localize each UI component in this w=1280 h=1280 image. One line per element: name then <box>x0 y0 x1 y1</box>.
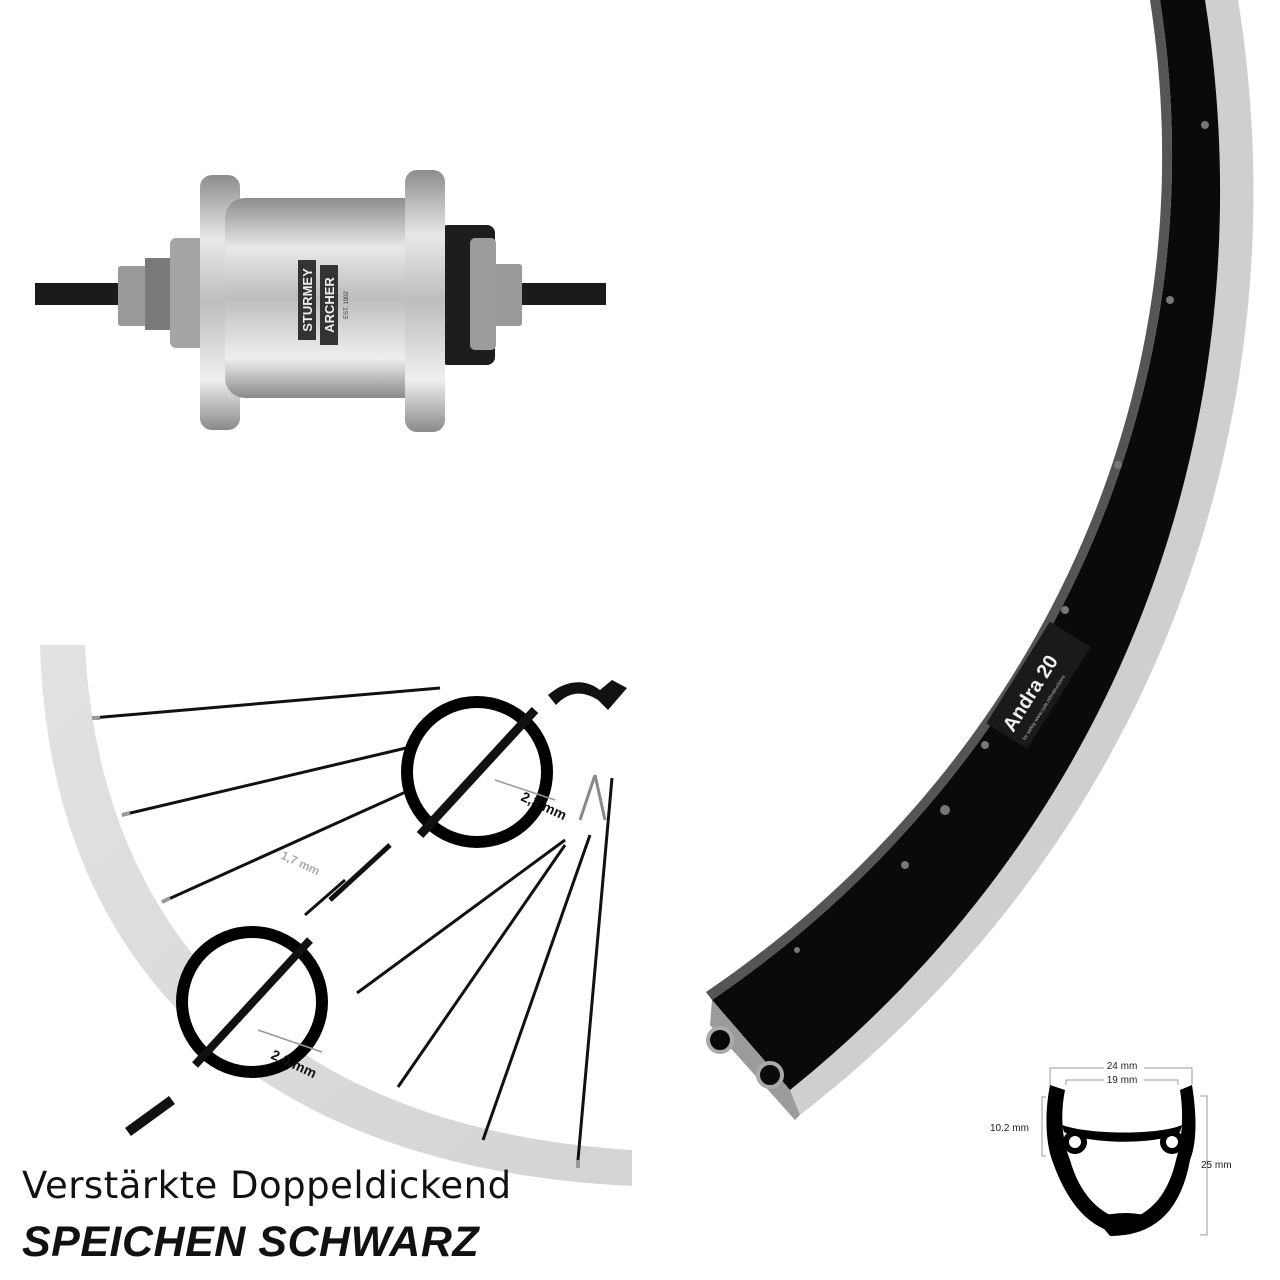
headline-line1: Verstärkte Doppeldickend <box>22 1164 512 1207</box>
axle-left <box>35 283 145 305</box>
rim-profile: 24 mm 19 mm 10.2 mm 25 mm <box>990 1060 1232 1236</box>
spoke-diagram: 2,3 mm 1,7 mm 2,0 mm <box>40 645 632 1186</box>
hub-logo-line2: ARCHER <box>322 277 337 333</box>
spoke-end <box>125 1095 175 1137</box>
dim-outer-width: 24 mm <box>1107 1061 1138 1072</box>
label-thin: 1,7 mm <box>279 848 322 878</box>
rim-cross-section <box>710 1000 800 1120</box>
rim-arc-band <box>40 645 632 1186</box>
dim-flange-height: 10.2 mm <box>990 1123 1029 1134</box>
hub: STURMEY ARCHER EST. 1902 <box>35 170 606 432</box>
dim-inner-width: 19 mm <box>1107 1075 1138 1086</box>
rim: Andra 20 for safety www.ryde.nl/instruct… <box>706 0 1254 1120</box>
hub-logo-line1: STURMEY <box>300 268 315 332</box>
dim-height: 25 mm <box>1201 1160 1232 1171</box>
spoke-head-icon <box>548 680 627 710</box>
rim-black-band <box>712 0 1221 1090</box>
magnifier-thick: 2,3 mm <box>401 696 569 848</box>
headline-line2: SPEICHEN SCHWARZ <box>22 1218 480 1266</box>
axle-right <box>500 283 606 305</box>
spokes <box>91 686 614 1161</box>
hub-logo-est: EST. 1902 <box>344 290 350 318</box>
nut-left <box>118 266 148 326</box>
nut-right <box>492 264 522 326</box>
hub-flange-right <box>405 170 445 432</box>
magnifier-end: 2,0 mm <box>176 926 328 1081</box>
